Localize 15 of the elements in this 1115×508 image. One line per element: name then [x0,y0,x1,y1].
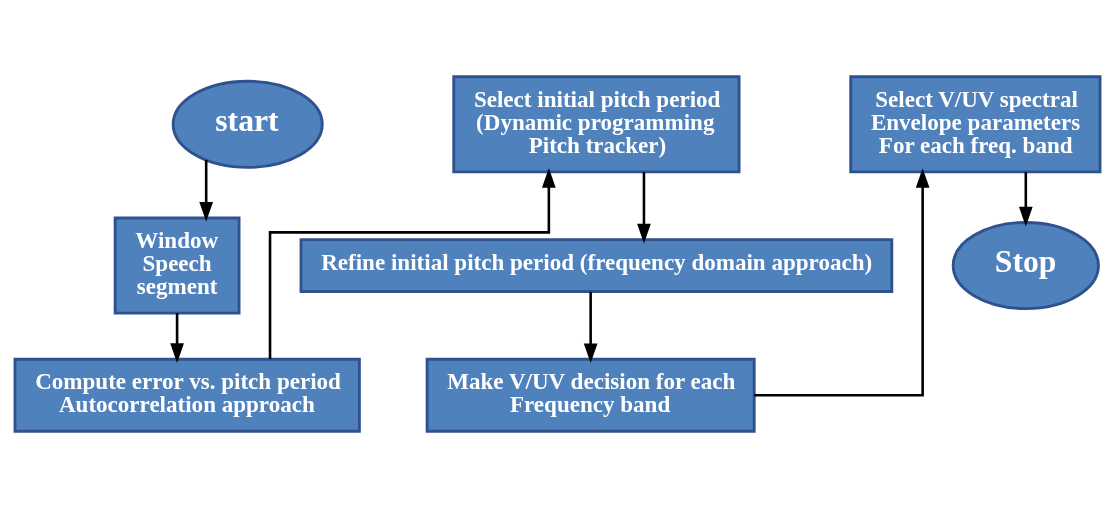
arrow [754,168,930,397]
arrow [170,313,184,363]
arrow [1018,172,1033,227]
arrow [583,291,598,364]
node-box: Refine initial pitch period (frequency domain approach) [299,238,894,293]
arrow [637,172,651,244]
node-box: Window Speech segment [113,216,241,315]
node-box: Compute error vs. pitch period Autocorrelation approach [13,357,361,433]
node-ellipse: start [171,79,324,169]
node-box: Select V/UV spectral Envelope parameters For each freq. band [849,75,1102,174]
node-ellipse: Stop [951,221,1100,311]
node-box: Select initial pitch period (Dynamic programming Pitch tracker) [452,75,741,174]
node-box: Make V/UV decision for each Frequency band [425,357,756,433]
arrow [199,159,214,222]
arrow [268,168,556,360]
